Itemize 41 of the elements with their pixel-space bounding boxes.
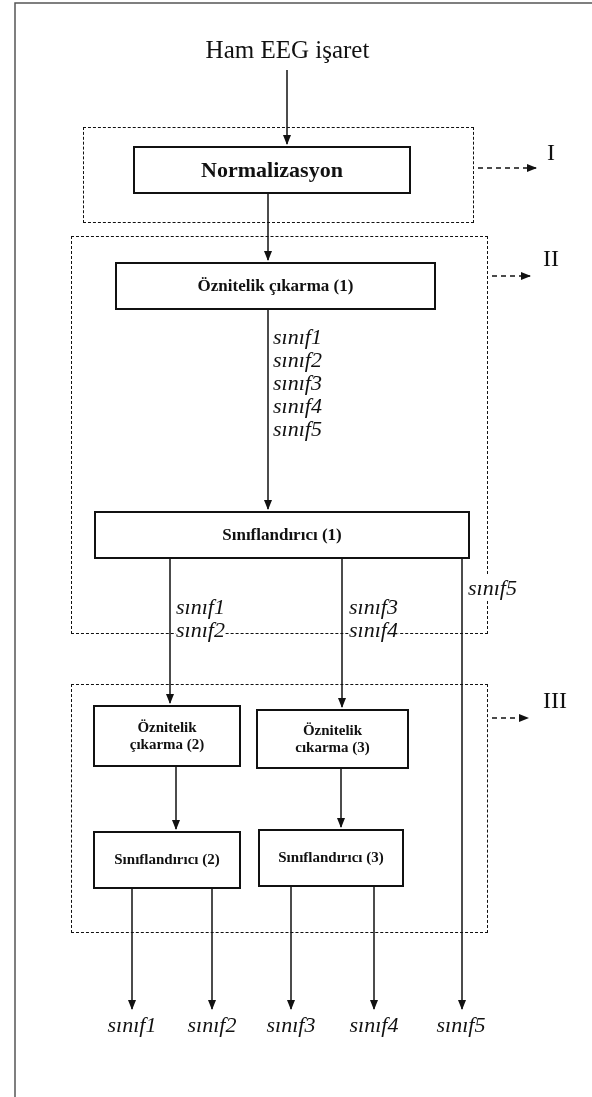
process-box — [94, 511, 470, 559]
process-box — [133, 146, 411, 194]
output-class-label: sınıf2 — [187, 1012, 237, 1038]
output-class-label: sınıf1 — [107, 1012, 157, 1038]
process-box — [93, 705, 241, 767]
process-box — [256, 709, 409, 769]
box-label: Sınıflandırıcı (1) — [222, 525, 342, 545]
arrow — [166, 557, 174, 704]
arrow — [283, 69, 291, 145]
output-class-label: sınıf3 — [266, 1012, 316, 1038]
box-label: Sınıflandırıcı (3) — [278, 849, 384, 867]
arrow — [172, 765, 180, 830]
arrow — [338, 557, 346, 708]
arrow — [370, 885, 378, 1010]
arrow — [264, 192, 272, 261]
arrow — [337, 767, 345, 828]
dashed-arrow — [491, 272, 531, 280]
stage-number: III — [543, 687, 567, 715]
arrow — [458, 557, 466, 1010]
process-box — [93, 831, 241, 889]
edge-label: sınıf5 — [468, 576, 517, 600]
box-label: Öznitelik çıkarma (1) — [197, 276, 354, 296]
input-label: Ham EEG işaret — [205, 35, 370, 65]
arrow — [208, 887, 216, 1010]
output-class-label: sınıf5 — [436, 1012, 486, 1038]
arrow — [264, 308, 272, 510]
box-label: Sınıflandırıcı (2) — [114, 851, 220, 869]
arrow — [128, 887, 136, 1010]
arrow — [287, 885, 295, 1010]
box-label: Öznitelik cıkarma (3) — [294, 721, 371, 757]
box-label: Öznitelik çıkarma (2) — [128, 718, 206, 754]
process-box — [115, 262, 436, 310]
stage-number: I — [547, 139, 555, 167]
stage-number: II — [543, 245, 559, 273]
process-box — [258, 829, 404, 887]
box-label: Normalizasyon — [201, 157, 343, 183]
output-class-label: sınıf4 — [349, 1012, 399, 1038]
stage-group-box — [83, 127, 474, 223]
stage-group-box — [71, 684, 488, 933]
dashed-arrow — [491, 714, 529, 722]
dashed-arrow — [477, 164, 537, 172]
